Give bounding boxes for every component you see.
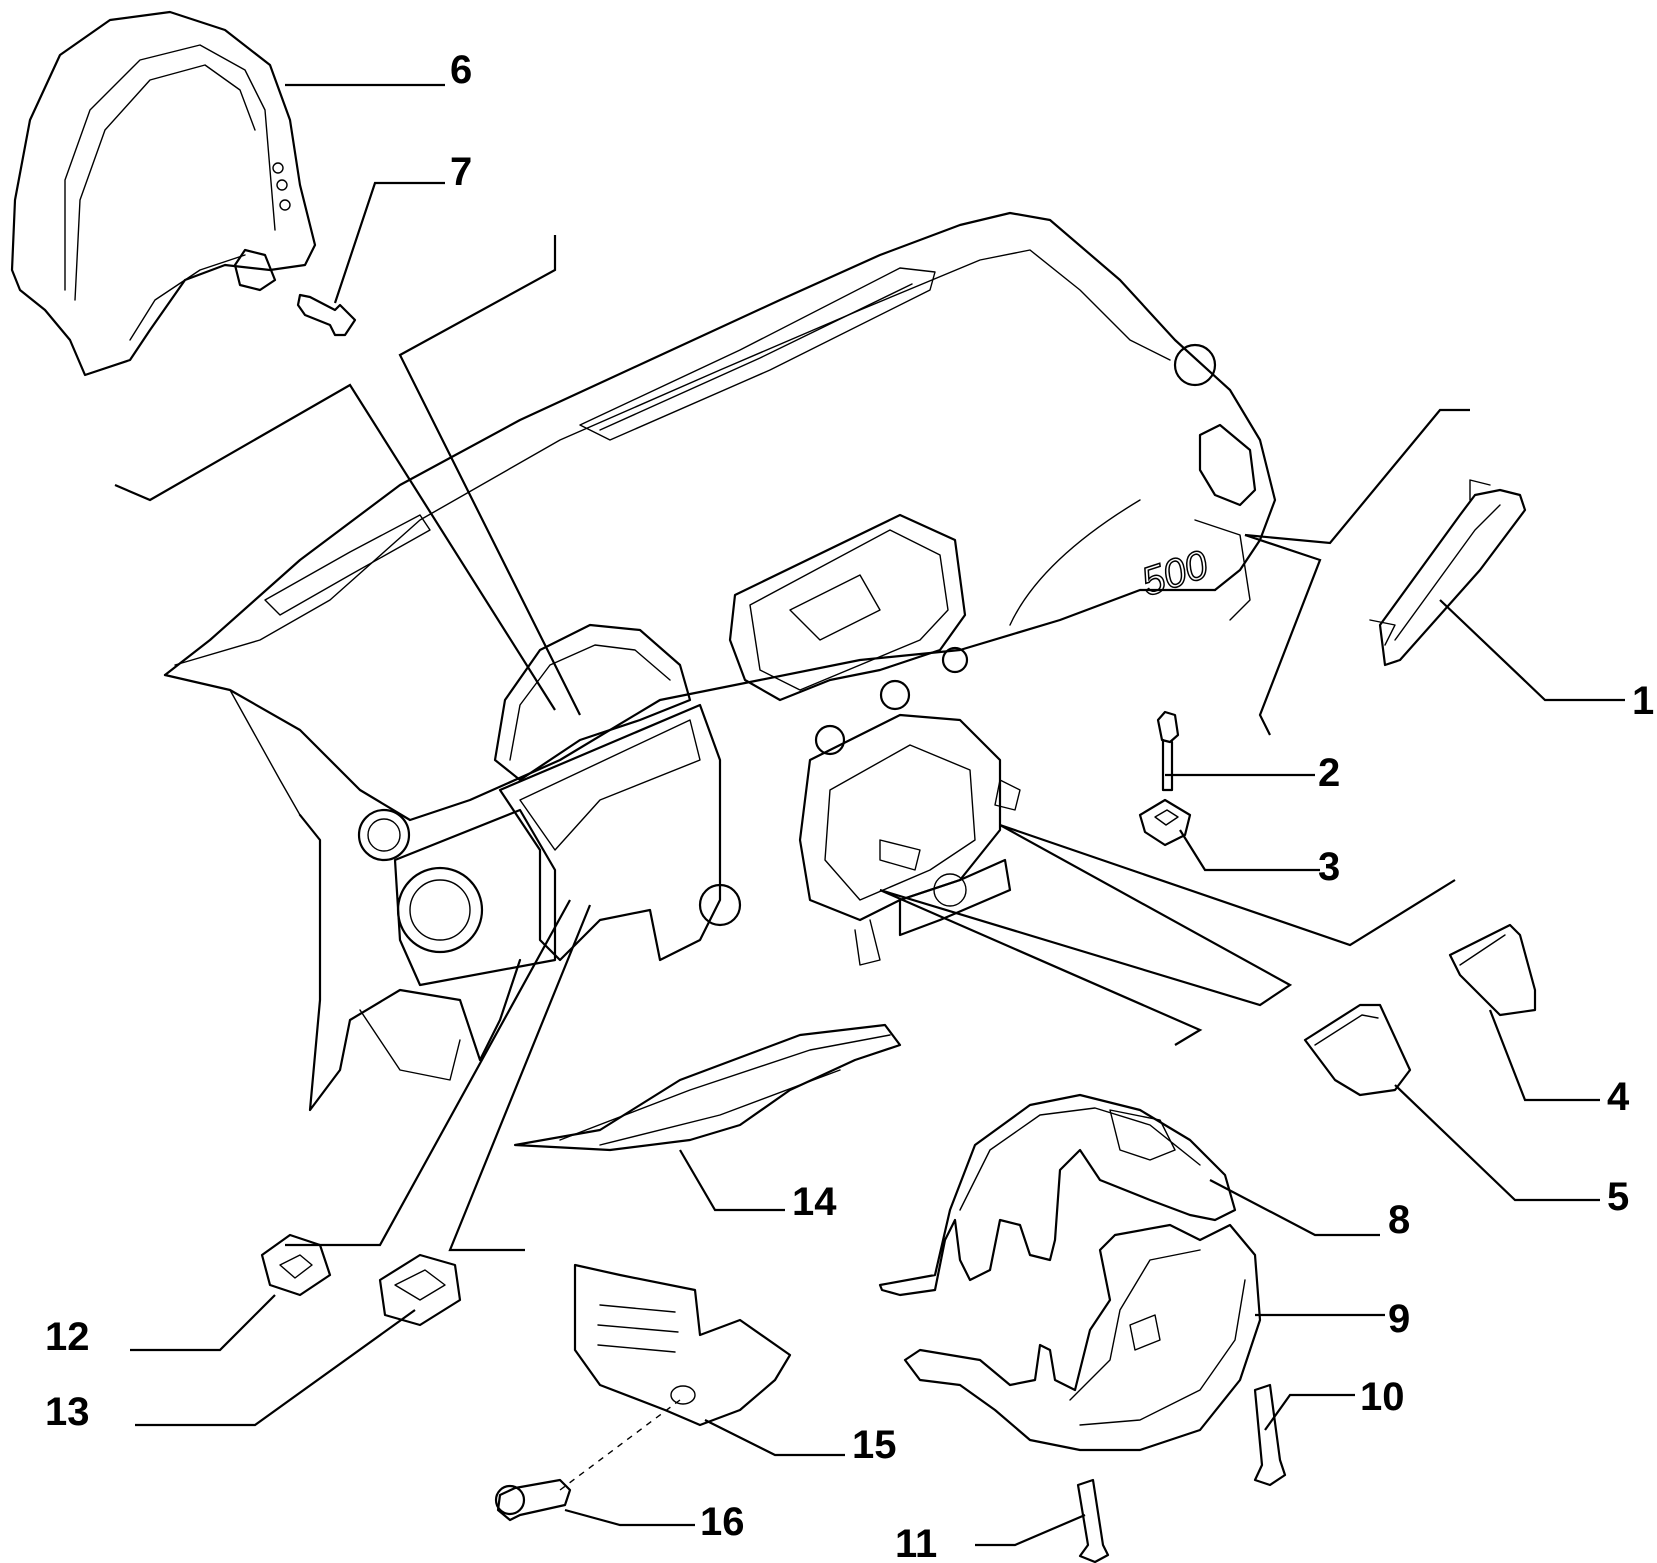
part-10-screw <box>1253 1383 1287 1487</box>
callout-5: 5 <box>1607 1175 1629 1219</box>
callout-11: 11 <box>895 1522 937 1563</box>
part-3-clip-nut <box>1138 798 1192 847</box>
callout-leaders <box>130 83 1625 1547</box>
part-11-screw <box>1076 1478 1110 1563</box>
part-9-lower-shroud <box>903 1223 1262 1452</box>
callout-14: 14 <box>792 1180 837 1224</box>
callout-16: 16 <box>700 1500 745 1544</box>
callout-labels: 1 2 3 4 5 6 7 8 9 10 11 12 13 14 15 16 <box>45 48 1654 1563</box>
callout-13: 13 <box>45 1390 90 1434</box>
explode-guide-lines <box>114 235 1470 1252</box>
part-15-bracket-cover <box>573 1263 792 1427</box>
part-12-speed-nut <box>260 1233 332 1297</box>
callout-8: 8 <box>1388 1198 1410 1242</box>
callout-10: 10 <box>1360 1375 1405 1419</box>
part-5-cover <box>1303 1003 1412 1097</box>
part-2-screw <box>1156 710 1180 792</box>
callout-1: 1 <box>1632 679 1654 723</box>
part-4-small-cover <box>1448 923 1537 1017</box>
part-14-knee-panel <box>513 1023 902 1152</box>
part-13-clip <box>378 1253 462 1327</box>
part-1-side-trim <box>1369 479 1527 667</box>
callout-2: 2 <box>1318 751 1340 795</box>
emblem-500: 500 <box>1136 542 1213 604</box>
part-8-upper-shroud <box>878 1093 1237 1297</box>
callout-6: 6 <box>450 48 472 92</box>
callout-9: 9 <box>1388 1297 1410 1341</box>
part-6-cluster-hood <box>10 10 317 377</box>
callout-12: 12 <box>45 1315 90 1359</box>
callout-15: 15 <box>852 1423 897 1467</box>
callout-3: 3 <box>1318 845 1340 889</box>
part-16-bolt <box>494 1399 681 1522</box>
part-7-bolt <box>296 293 357 337</box>
dashboard-assembly: 500 <box>163 211 1277 1112</box>
callout-7: 7 <box>450 150 472 194</box>
callout-4: 4 <box>1607 1075 1630 1119</box>
